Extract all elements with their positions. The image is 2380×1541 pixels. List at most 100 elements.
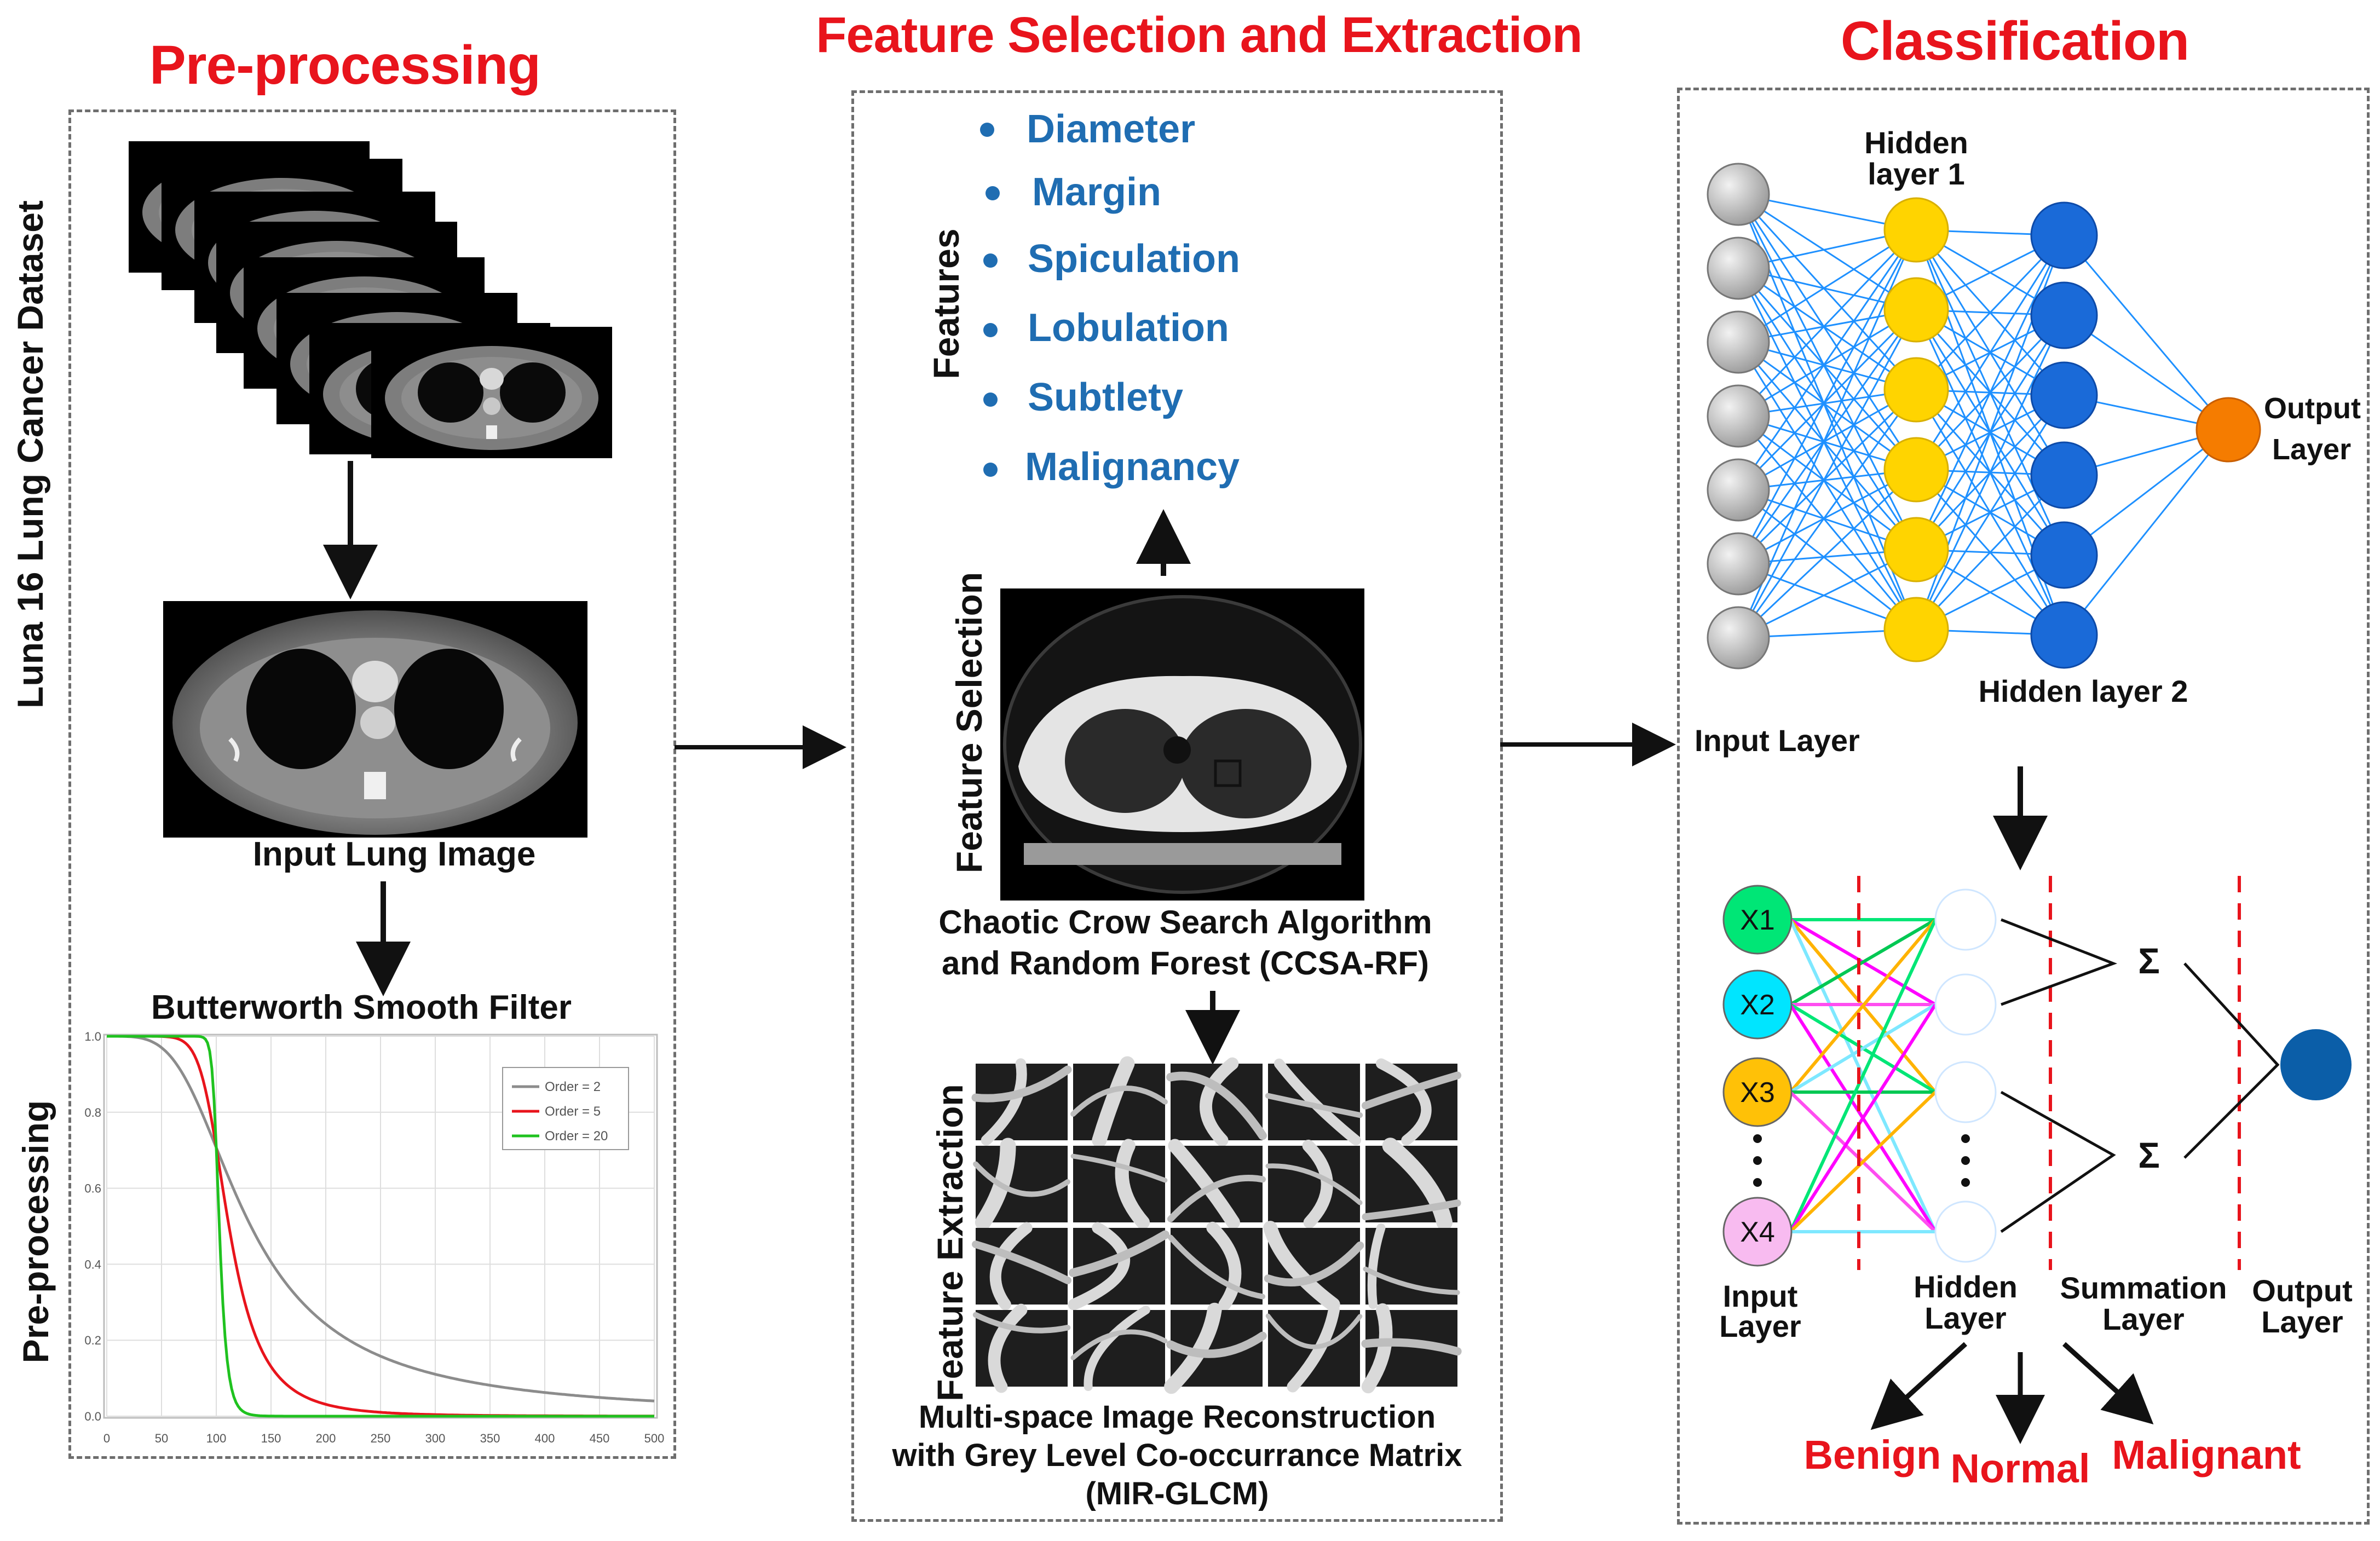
patch-vessel bbox=[1069, 1230, 1169, 1277]
legend-entry: Order = 20 bbox=[545, 1129, 608, 1144]
x-tick-label: 250 bbox=[371, 1432, 391, 1445]
feature-item-subtlety: Subtlety bbox=[1028, 376, 1184, 419]
pnn-input-node bbox=[1722, 1197, 1793, 1267]
pnn-link bbox=[1789, 1003, 1937, 1233]
hidden-layer-1-node bbox=[1883, 197, 1949, 263]
pnn-input-label: X2 bbox=[1740, 989, 1775, 1021]
pnn-input-label: X4 bbox=[1740, 1216, 1775, 1248]
pnn-input-label: X3 bbox=[1740, 1077, 1775, 1109]
preprocessing-panel bbox=[68, 109, 676, 1459]
feature-item-margin: Margin bbox=[1032, 170, 1162, 214]
x-tick-label: 450 bbox=[590, 1432, 610, 1445]
mlp-connections bbox=[1737, 193, 2229, 639]
patch-vessel bbox=[989, 1222, 1033, 1311]
title-classification: Classification bbox=[1840, 10, 2189, 72]
patch-vessel bbox=[1070, 1086, 1168, 1117]
y-tick-label: 0.4 bbox=[84, 1257, 101, 1271]
patch-tile bbox=[976, 1228, 1068, 1305]
pnn-link bbox=[1789, 919, 1937, 1233]
x-tick-label: 400 bbox=[535, 1432, 555, 1445]
hidden-layer-2-node bbox=[2030, 281, 2098, 349]
pnn-hidden-node bbox=[1934, 1061, 1997, 1123]
x-tick-label: 500 bbox=[644, 1432, 665, 1445]
preprocessing-side-label: Pre-processing bbox=[15, 1100, 56, 1364]
classification-panel bbox=[1677, 88, 2370, 1525]
title-feature-selection-extraction: Feature Selection and Extraction bbox=[816, 7, 1582, 63]
patch-vessel bbox=[1263, 1221, 1340, 1312]
sigma-symbol: Σ bbox=[2138, 1135, 2160, 1175]
pnn-input-layer-label-line-1: Input bbox=[1722, 1279, 1798, 1313]
hidden-layer-2-node bbox=[2030, 521, 2098, 589]
patch-vessel bbox=[1070, 1153, 1168, 1183]
input-layer-label: Input Layer bbox=[1695, 723, 1860, 758]
ellipsis-dot bbox=[1753, 1156, 1762, 1165]
pnn-output-layer-label-line-1: Output bbox=[2252, 1273, 2353, 1308]
ellipsis-dot bbox=[1753, 1134, 1762, 1143]
patch-vessel bbox=[1206, 1221, 1242, 1311]
input-node bbox=[1707, 310, 1770, 374]
hidden-layer-1-label-line-1: Hidden bbox=[1864, 125, 1968, 160]
title-preprocessing: Pre-processing bbox=[149, 34, 541, 96]
pnn-link bbox=[1789, 919, 1937, 1093]
mir-glcm-caption-line-2: with Grey Level Co-occurrance Matrix bbox=[892, 1438, 1462, 1473]
legend-entry: Order = 5 bbox=[545, 1104, 601, 1119]
patch-vessel bbox=[971, 1065, 1072, 1103]
patch-vessel bbox=[1362, 1199, 1461, 1221]
input-node bbox=[1707, 236, 1770, 300]
x-tick-label: 200 bbox=[316, 1432, 336, 1445]
x-tick-label: 350 bbox=[480, 1432, 500, 1445]
hidden-layer-2-node bbox=[2030, 601, 2098, 669]
pnn-input-node bbox=[1722, 969, 1793, 1040]
y-tick-label: 0.6 bbox=[84, 1182, 101, 1196]
feature-extraction-patches bbox=[971, 1056, 1462, 1394]
input-node bbox=[1707, 606, 1770, 670]
x-tick-label: 0 bbox=[103, 1432, 110, 1445]
y-tick-label: 0.8 bbox=[84, 1106, 101, 1119]
pnn-hidden-node bbox=[1934, 1201, 1997, 1263]
patch-vessel bbox=[981, 1058, 1027, 1146]
hidden-layer-1-node bbox=[1883, 597, 1949, 662]
arrow-malignant bbox=[2062, 1342, 2154, 1425]
patch-vessel bbox=[1167, 1234, 1266, 1300]
y-tick-label: 0.2 bbox=[84, 1334, 101, 1347]
pnn-link bbox=[1789, 918, 1937, 1006]
output-links bbox=[2183, 962, 2280, 1159]
hidden-layer-2-label: Hidden layer 2 bbox=[1978, 674, 2188, 708]
hidden-layer-2-node bbox=[2030, 201, 2098, 269]
summation-links bbox=[2000, 918, 2118, 1233]
patch-vessel bbox=[1084, 1305, 1150, 1392]
feature-item-spiculation: Spiculation bbox=[1028, 237, 1241, 281]
patch-vessel bbox=[1167, 1174, 1266, 1222]
patch-vessel bbox=[1166, 1331, 1267, 1358]
feature-bullet bbox=[983, 393, 998, 407]
pnn-input-node bbox=[1722, 885, 1793, 955]
patch-vessel bbox=[1200, 1057, 1239, 1147]
hidden-layer-1-node bbox=[1883, 277, 1949, 343]
patch-vessel bbox=[1361, 1303, 1393, 1394]
patch-vessel bbox=[1361, 1338, 1462, 1356]
x-tick-label: 300 bbox=[425, 1432, 446, 1445]
feature-bullet bbox=[983, 323, 998, 337]
feature-selection-label: Feature Selection bbox=[949, 572, 989, 874]
patch-vessel bbox=[1166, 1071, 1267, 1140]
series-line bbox=[107, 1035, 654, 1418]
input-node bbox=[1707, 384, 1770, 448]
pnn-connections bbox=[1789, 918, 1937, 1233]
mir-glcm-caption-line-1: Multi-space Image Reconstruction bbox=[918, 1399, 1436, 1435]
feature-item-malignancy: Malignancy bbox=[1025, 445, 1240, 489]
patch-vessel bbox=[1068, 1222, 1130, 1311]
class-malignant: Malignant bbox=[2112, 1432, 2301, 1477]
pnn-hidden-layer-label-line-2: Layer bbox=[1924, 1301, 2007, 1335]
patch-vessel bbox=[1092, 1056, 1135, 1148]
series-line bbox=[107, 1035, 655, 1403]
patch-vessel bbox=[972, 1312, 1071, 1334]
ccsa-caption-line-2: and Random Forest (CCSA-RF) bbox=[942, 945, 1429, 982]
patch-vessel bbox=[1265, 1313, 1363, 1349]
ellipsis-dot bbox=[1961, 1178, 1970, 1187]
features-label: Features bbox=[926, 228, 966, 379]
hidden-layer-1-label-line-2: layer 1 bbox=[1868, 157, 1965, 191]
arrow-benign bbox=[1870, 1342, 1968, 1430]
feature-extraction-label: Feature Extraction bbox=[930, 1084, 970, 1401]
